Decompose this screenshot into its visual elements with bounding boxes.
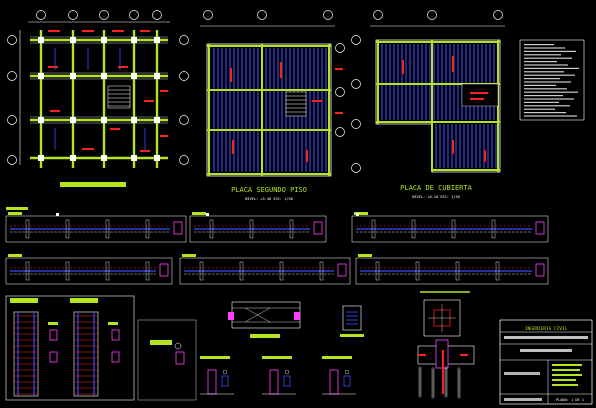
plan3-red-tags [402, 56, 488, 162]
plan3-subtitle: NIVEL: +8.10 ESC: 1/50 [412, 195, 460, 199]
notes-text-lines [524, 44, 579, 117]
plan3-title: PLACA DE CUBIERTA [400, 184, 472, 192]
plan2-outline [206, 43, 332, 177]
plan1-red-tags [48, 30, 168, 152]
plan2-stair [285, 91, 307, 117]
plan2-subtitle: NIVEL: +5.40 ESC: 1/50 [245, 197, 293, 201]
plan3-slab-joists [381, 44, 497, 168]
second-floor-slab-plan: PLACA SEGUNDO PISO NIVEL: +5.40 ESC: 1/5… [200, 10, 345, 201]
footing-detail [417, 291, 475, 399]
plan2-beams [207, 44, 331, 176]
plan2-red-tags [230, 62, 343, 162]
foundation-plan [7, 10, 189, 187]
title-block-header: INGENIERIA CIVIL [525, 326, 568, 332]
title-block: INGENIERIA CIVIL PLANO: 1 DE 1 [499, 319, 593, 405]
roof-slab-plan: PLACA DE CUBIERTA NIVEL: +8.10 ESC: 1/50 [351, 10, 505, 199]
small-footing-details [200, 356, 356, 395]
beam-elevation-strips [5, 212, 549, 285]
plan1-beam-edges [30, 36, 168, 124]
plan2-grid-markers [203, 10, 345, 137]
sheet-number: PLANO: 1 DE 1 [556, 398, 584, 402]
plan1-title-bar [60, 182, 126, 187]
plan1-beams [30, 30, 168, 168]
plan1-grid-markers [7, 10, 189, 165]
plan1-dimension-lines [19, 21, 170, 165]
plan1-stair [107, 85, 131, 109]
gravel-hatch [418, 366, 461, 399]
plan1-blue-rebar [54, 48, 146, 150]
plan3-opening [461, 83, 499, 107]
beams-section-tag [6, 207, 28, 210]
stair-and-beam-details [137, 301, 364, 401]
plan2-title: PLACA SEGUNDO PISO [231, 186, 307, 194]
plan1-columns [38, 37, 160, 161]
column-details [5, 295, 135, 401]
general-notes-table [519, 39, 585, 121]
plan3-grid-markers [351, 10, 503, 173]
